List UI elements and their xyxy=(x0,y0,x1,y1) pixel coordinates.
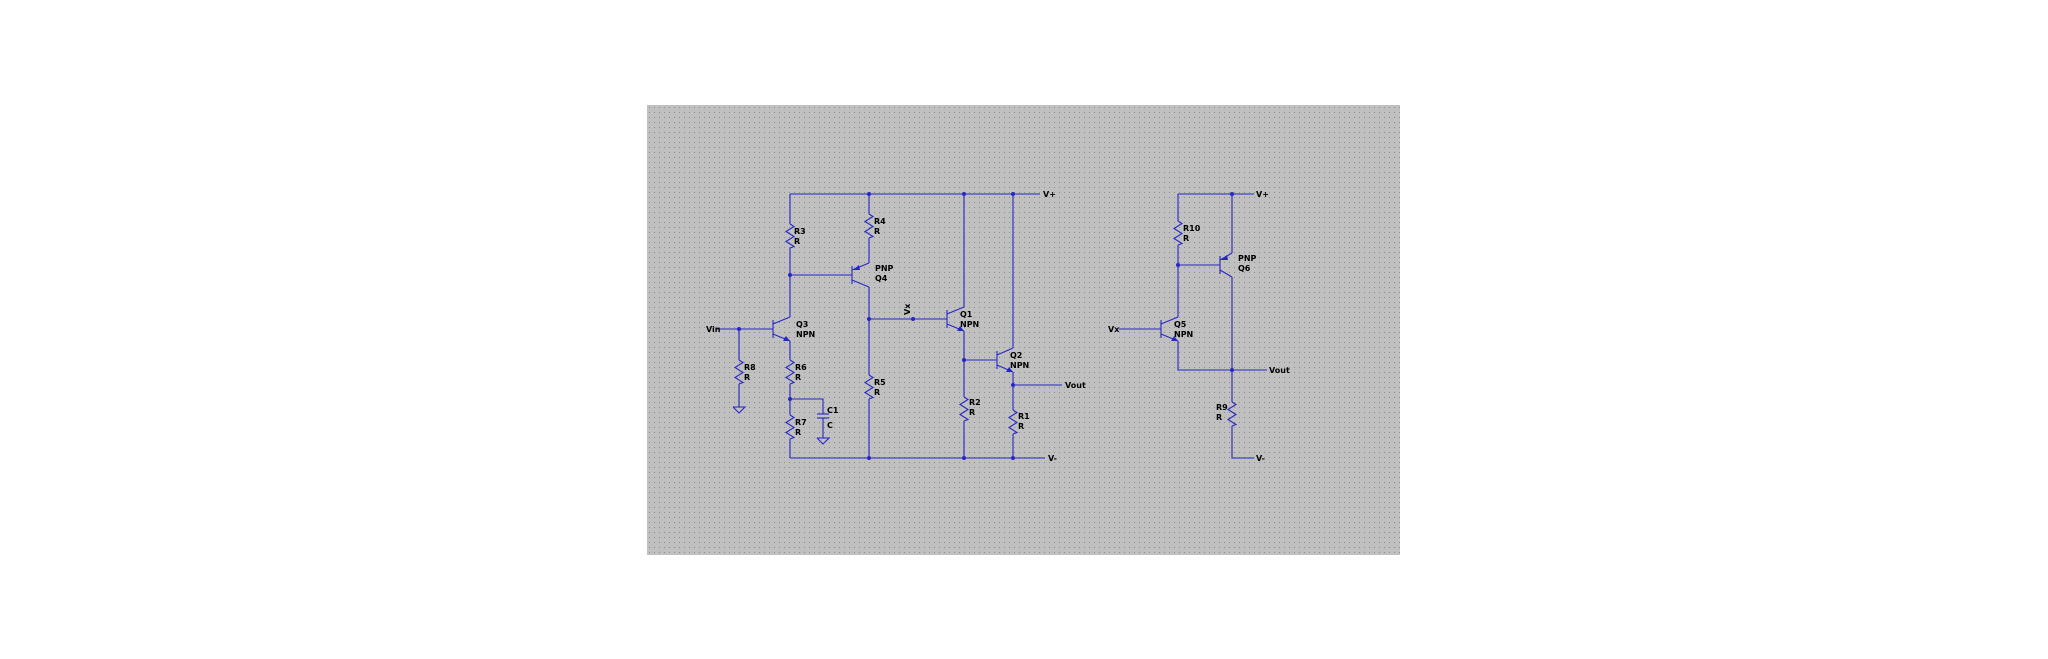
label-q6: Q6 xyxy=(1238,264,1251,273)
wire xyxy=(1231,426,1254,459)
label-q1-type: NPN xyxy=(960,320,979,329)
net-label-vminus: V- xyxy=(1048,454,1057,463)
label-r8: R8 xyxy=(744,363,756,372)
ground-c1 xyxy=(816,437,831,445)
transistor-q1 xyxy=(946,306,965,332)
label-r9: R9 xyxy=(1216,403,1228,412)
label-r7: R7 xyxy=(795,418,807,427)
label-q6-type: PNP xyxy=(1238,254,1257,263)
junctions-right xyxy=(1176,192,1234,372)
label-r3: R3 xyxy=(794,227,806,236)
resistor-r5 xyxy=(863,374,875,400)
resistor-r2 xyxy=(958,396,970,422)
net-label-vx-right: Vx xyxy=(1108,325,1120,334)
label-q2-type: NPN xyxy=(1010,361,1029,370)
transistor-q2 xyxy=(996,347,1014,373)
label-q4: Q4 xyxy=(875,274,888,283)
value-r8: R xyxy=(744,373,750,382)
label-r10: R10 xyxy=(1183,224,1201,233)
value-r5: R xyxy=(874,388,880,397)
net-label-vout-right: Vout xyxy=(1269,366,1290,375)
label-q5: Q5 xyxy=(1174,320,1187,329)
label-q5-type: NPN xyxy=(1174,330,1193,339)
value-r2: R xyxy=(969,408,975,417)
net-label-vin: Vin xyxy=(706,325,721,334)
resistor-r10 xyxy=(1172,220,1184,246)
resistor-r7 xyxy=(784,414,796,440)
left-circuit: V+ V- Vin Vout Vx R3 R R4 R PNP Q4 Q3 NP… xyxy=(706,190,1086,463)
label-q4-type: PNP xyxy=(875,264,894,273)
label-q3-type: NPN xyxy=(796,330,815,339)
resistor-r9 xyxy=(1226,401,1238,427)
label-r4: R4 xyxy=(874,217,886,226)
value-r4: R xyxy=(874,227,880,236)
schematic-diagram: V+ V- Vin Vout Vx R3 R R4 R PNP Q4 Q3 NP… xyxy=(706,190,1290,463)
net-label-vx: Vx xyxy=(903,303,912,315)
value-r3: R xyxy=(794,237,800,246)
right-circuit: V+ V- Vx Vout R10 R PNP Q6 Q5 NPN R9 R xyxy=(1108,190,1290,463)
resistor-r3 xyxy=(784,223,796,249)
value-r6: R xyxy=(795,373,801,382)
value-r7: R xyxy=(795,428,801,437)
transistor-q3 xyxy=(772,316,791,342)
wire xyxy=(1177,341,1232,371)
value-r10: R xyxy=(1183,234,1189,243)
net-label-vplus: V+ xyxy=(1043,190,1056,199)
label-c1: C1 xyxy=(827,406,839,415)
transistor-q5 xyxy=(1160,316,1179,342)
resistor-r4 xyxy=(863,213,875,239)
value-c1: C xyxy=(827,421,833,430)
label-r2: R2 xyxy=(969,398,981,407)
label-q1: Q1 xyxy=(960,310,973,319)
net-label-vplus-right: V+ xyxy=(1256,190,1269,199)
wire xyxy=(790,398,824,414)
ground-r8 xyxy=(732,406,747,414)
label-r6: R6 xyxy=(795,363,807,372)
transistor-q6 xyxy=(1219,252,1233,278)
label-q2: Q2 xyxy=(1010,351,1022,360)
transistor-q4 xyxy=(851,262,870,288)
label-q3: Q3 xyxy=(796,320,808,329)
label-r1: R1 xyxy=(1018,412,1030,421)
value-r9: R xyxy=(1216,413,1222,422)
resistor-r8 xyxy=(733,359,745,385)
value-r1: R xyxy=(1018,422,1024,431)
net-label-vminus-right: V- xyxy=(1256,454,1265,463)
net-label-vout: Vout xyxy=(1065,381,1086,390)
resistor-r6 xyxy=(784,359,796,385)
label-r5: R5 xyxy=(874,378,886,387)
junctions-left xyxy=(737,192,1015,460)
schematic-canvas: V+ V- Vin Vout Vx R3 R R4 R PNP Q4 Q3 NP… xyxy=(647,105,1400,555)
resistor-r1 xyxy=(1007,409,1019,435)
